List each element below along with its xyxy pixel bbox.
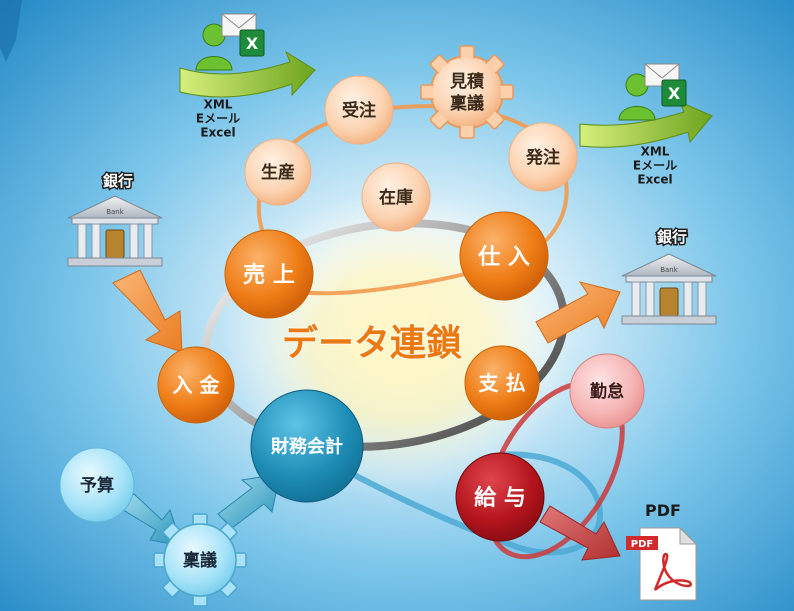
accounting-ring [298, 442, 604, 556]
node-kintai-label: 勤怠 [590, 381, 624, 402]
pdf-label: PDF [645, 501, 681, 520]
node-zaiko-label: 在庫 [379, 187, 413, 208]
node-uriage: 売 上 [224, 229, 314, 319]
node-yosan: 予算 [59, 447, 135, 523]
node-yosan-label: 予算 [80, 475, 114, 496]
node-nyukin-label: 入 金 [173, 373, 221, 397]
diagram-title: データ連鎖 [282, 322, 462, 364]
payroll-to-pdf-arrow [539, 505, 621, 561]
node-mitsumori-label: 見積稟議 [449, 71, 485, 114]
pdf-badge-text: PDF [631, 539, 653, 550]
node-juchu: 受注 [324, 75, 394, 145]
bank-left-sign: Bank [106, 208, 125, 216]
corner-shape [0, 0, 22, 62]
gear-icon [153, 513, 247, 607]
node-zaimu: 財務会計 [250, 389, 364, 503]
node-zaimu-label: 財務会計 [271, 435, 343, 457]
node-shiire-label: 仕 入 [477, 245, 530, 270]
node-nyukin: 入 金 [157, 346, 235, 424]
node-kyuyo-label: 給 与 [474, 485, 526, 511]
excel-icon: X [239, 29, 265, 57]
node-zaiko: 在庫 [361, 162, 431, 232]
excel-icon: X [661, 79, 687, 107]
bank-right-sign: Bank [660, 266, 679, 274]
node-seisan-label: 生産 [261, 162, 295, 183]
bank-left: 銀行 Bank [67, 171, 163, 267]
bank-right: 銀行 Bank [621, 227, 717, 325]
excel-icon-mark: X [668, 84, 681, 103]
acrobat-icon [653, 552, 692, 591]
user-icon [618, 73, 656, 121]
node-hatchu-label: 発注 [525, 147, 560, 168]
export-arrow-right [579, 101, 713, 148]
node-ringi-label: 稟議 [183, 550, 217, 571]
excel-icon-mark: X [246, 34, 259, 53]
node-mitsumori: 見積稟議 [420, 45, 514, 139]
user-icon [195, 23, 233, 71]
node-uriage-label: 売 上 [243, 262, 295, 288]
node-juchu-label: 受注 [342, 100, 376, 121]
node-kintai: 勤怠 [569, 353, 645, 429]
node-ringi: 稟議 [153, 513, 247, 607]
bank-icon: Bank [621, 253, 717, 325]
node-shiire: 仕 入 [459, 211, 549, 301]
pdf-output: PDF PDF [626, 501, 698, 601]
pdf-file-icon: PDF [626, 526, 698, 601]
node-seisan: 生産 [244, 138, 312, 206]
gear-icon [420, 45, 514, 139]
node-shiharai: 支 払 [464, 345, 540, 421]
bank-right-label: 銀行 [657, 228, 687, 246]
node-kyuyo: 給 与 [455, 452, 545, 542]
node-hatchu: 発注 [508, 122, 578, 192]
payment-to-bank-arrow [535, 281, 621, 344]
bank-to-payment-arrow [112, 269, 183, 353]
arrows [112, 50, 713, 561]
node-shiharai-label: 支 払 [479, 371, 526, 395]
bank-icon: Bank [67, 195, 163, 267]
bank-left-label: 銀行 [103, 172, 133, 190]
export-arrow-left [179, 50, 316, 98]
